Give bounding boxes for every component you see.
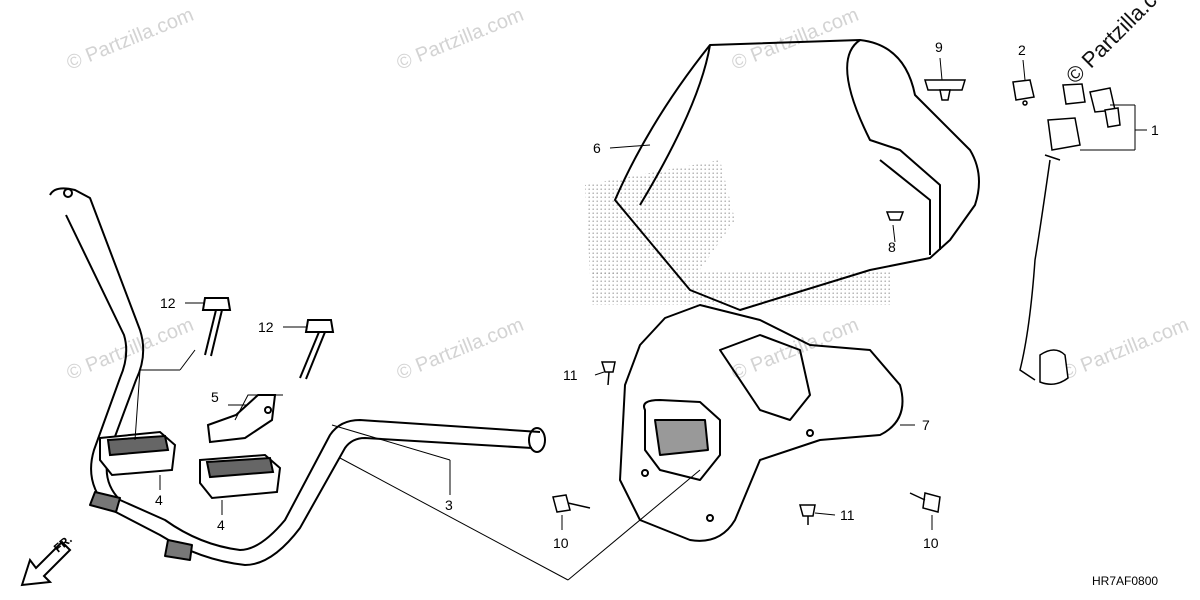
callout-6: 6	[593, 140, 601, 156]
clip-part-8	[885, 211, 905, 221]
bolt-part-10-left	[552, 494, 591, 513]
clip-part-9	[923, 79, 967, 101]
callout-5: 5	[211, 389, 219, 405]
watermark: © Partzilla.com	[1059, 314, 1192, 385]
watermark: © Partzilla.com	[394, 314, 527, 385]
callout-9: 9	[935, 39, 943, 55]
callout-12: 12	[258, 319, 274, 335]
bolt-right	[299, 319, 335, 380]
screw-part-11-upper	[600, 361, 616, 386]
handlebar	[49, 187, 546, 566]
watermark: © Partzilla.com	[729, 4, 862, 75]
handlebar-upper-cover	[614, 39, 980, 311]
callout-8: 8	[888, 239, 896, 255]
handlebar-holder-right	[199, 453, 282, 500]
callout-10: 10	[553, 535, 569, 551]
callout-10: 10	[923, 535, 939, 551]
bolt-part-10-right	[909, 492, 941, 513]
callout-2: 2	[1018, 42, 1026, 58]
diagram-code: HR7AF0800	[1092, 574, 1158, 588]
bolt-left	[201, 297, 232, 357]
callout-4: 4	[155, 492, 163, 508]
callouts: 1 2 3 4 4 5 6 7 8 9 10 10 11 11 12 12	[155, 39, 1159, 551]
handlebar-holder-left	[99, 430, 177, 477]
watermark: © Partzilla.com	[64, 314, 197, 385]
callout-11: 11	[563, 367, 578, 383]
front-arrow-icon	[20, 540, 72, 587]
callout-7: 7	[922, 417, 930, 433]
watermark: © Partzilla.com	[64, 4, 197, 75]
callout-3: 3	[445, 497, 453, 513]
callout-12: 12	[160, 295, 176, 311]
callout-11: 11	[840, 507, 855, 523]
callout-4: 4	[217, 517, 225, 533]
callout-1: 1	[1151, 122, 1159, 138]
screw-part-11-lower	[799, 504, 816, 525]
watermark-corner: © Partzilla.com	[1061, 0, 1184, 89]
dotted-logo-pattern	[585, 160, 890, 305]
handlebar-lower-cover	[619, 304, 904, 542]
switch-assembly	[1012, 79, 1121, 385]
leader-lines	[134, 57, 1147, 581]
watermark: © Partzilla.com	[394, 4, 527, 75]
